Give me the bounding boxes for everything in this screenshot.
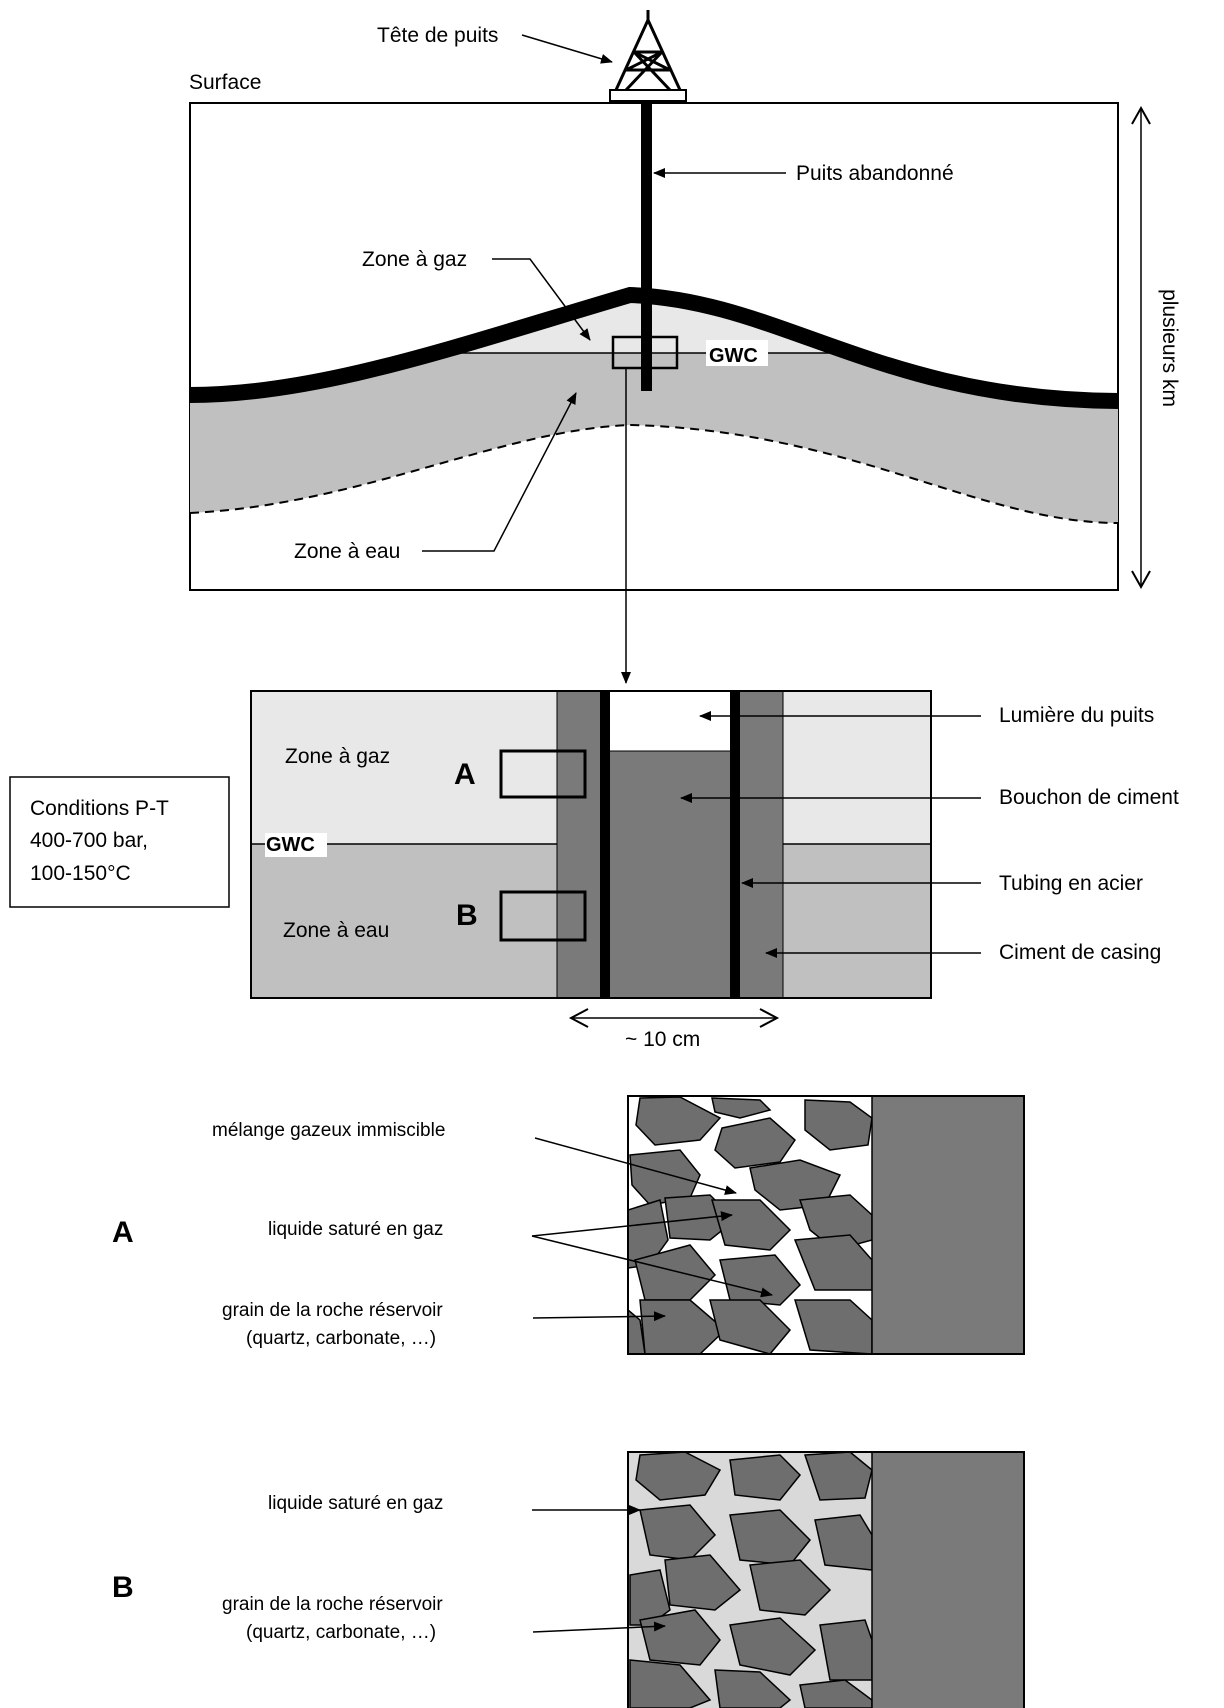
well-detail-frame	[250, 690, 932, 999]
abandoned-well-label: Puits abandonné	[796, 162, 954, 185]
reservoir-cross-section: GWC Tête de puits Surface Puits abandonn…	[189, 10, 1181, 684]
steel-tubing-label: Tubing en acier	[999, 872, 1143, 895]
width-arrow-right	[759, 1008, 780, 1028]
well-light	[609, 691, 732, 751]
conditions-box	[9, 776, 230, 908]
grain-label-b-1: grain de la roche réservoir	[222, 1594, 443, 1615]
water-zone-leader	[422, 392, 577, 552]
casing-cement-label: Ciment de casing	[999, 941, 1161, 964]
wellhead-platform	[609, 89, 687, 102]
saturated-liquid-leader-a2	[531, 1235, 773, 1298]
casing-cement-left	[557, 691, 603, 998]
gwc-label-top: GWC	[709, 345, 758, 367]
surface-label: Surface	[189, 71, 261, 94]
width-label: ~ 10 cm	[625, 1028, 700, 1051]
marker-box-b	[499, 890, 587, 942]
steel-tubing-right	[730, 691, 740, 998]
gas-zone-left	[251, 691, 557, 844]
gas-zone-label-mid: Zone à gaz	[285, 745, 390, 768]
water-zone-left	[251, 844, 557, 998]
abandoned-well	[641, 96, 652, 391]
casing-cement-right	[738, 691, 783, 998]
cement-plug	[609, 751, 732, 998]
grain-label-a-1: grain de la roche réservoir	[222, 1300, 443, 1321]
detail-a-grains	[628, 1096, 872, 1354]
conditions-line-1: Conditions P-T	[30, 797, 169, 820]
marker-box-a	[499, 749, 587, 799]
gwc-label-mid-bg	[265, 833, 327, 857]
water-zone-label: Zone à eau	[294, 540, 400, 563]
pore-detail-a: A mélange gazeux immiscible liquide satu…	[112, 1095, 1025, 1355]
grain-leader-a	[532, 1311, 666, 1322]
gwc-label-mid: GWC	[266, 834, 315, 856]
wellhead-leader	[521, 34, 613, 64]
derrick-icon	[614, 10, 682, 92]
immiscible-leader	[534, 1137, 737, 1195]
steel-tubing-left	[600, 691, 610, 998]
depth-arrow-bottom	[1131, 570, 1151, 590]
gas-zone-leader	[492, 258, 591, 341]
gas-zone-label: Zone à gaz	[362, 248, 467, 271]
immiscible-label: mélange gazeux immiscible	[212, 1120, 445, 1141]
depth-arrow-top	[1131, 105, 1151, 125]
marker-b: B	[456, 899, 478, 932]
grain-leader-b	[532, 1621, 666, 1633]
water-zone-right	[783, 844, 931, 998]
detail-a-frame	[627, 1095, 1025, 1355]
cement-plug-label: Bouchon de ciment	[999, 786, 1179, 809]
detail-b-frame	[627, 1451, 1025, 1708]
water-zone-label-mid: Zone à eau	[283, 919, 389, 942]
marker-a: A	[454, 758, 476, 791]
gas-zone-right	[783, 691, 931, 844]
detail-b-marker: B	[112, 1571, 134, 1604]
conditions-line-2: 400-700 bar,	[30, 829, 148, 852]
zoom-box	[611, 335, 679, 370]
gwc-label-bg	[706, 340, 768, 366]
cap-rock	[190, 286, 1118, 409]
wellhead-label: Tête de puits	[377, 24, 498, 47]
grain-label-a-2: (quartz, carbonate, …)	[246, 1328, 436, 1349]
detail-a-marker: A	[112, 1216, 134, 1249]
well-detail-section: A B Zone à gaz Zone à eau GWC Conditions…	[9, 690, 1179, 1051]
detail-b-cement	[872, 1452, 1024, 1708]
water-zone-area	[190, 295, 1118, 523]
conditions-line-3: 100-150°C	[30, 862, 131, 885]
saturated-liquid-label-b: liquide saturé en gaz	[268, 1493, 443, 1514]
saturated-liquid-leader-a1	[531, 1211, 733, 1237]
pore-detail-b: B liquide saturé en gaz grain de la roch…	[112, 1451, 1025, 1708]
width-arrow-left	[568, 1008, 589, 1028]
water-zone-boundary	[190, 423, 1118, 524]
depth-label: plusieurs km	[1158, 289, 1181, 407]
saturated-liquid-label-a: liquide saturé en gaz	[268, 1219, 443, 1240]
well-light-label: Lumière du puits	[999, 704, 1154, 727]
detail-a-cement	[872, 1096, 1024, 1354]
grain-label-b-2: (quartz, carbonate, …)	[246, 1622, 436, 1643]
